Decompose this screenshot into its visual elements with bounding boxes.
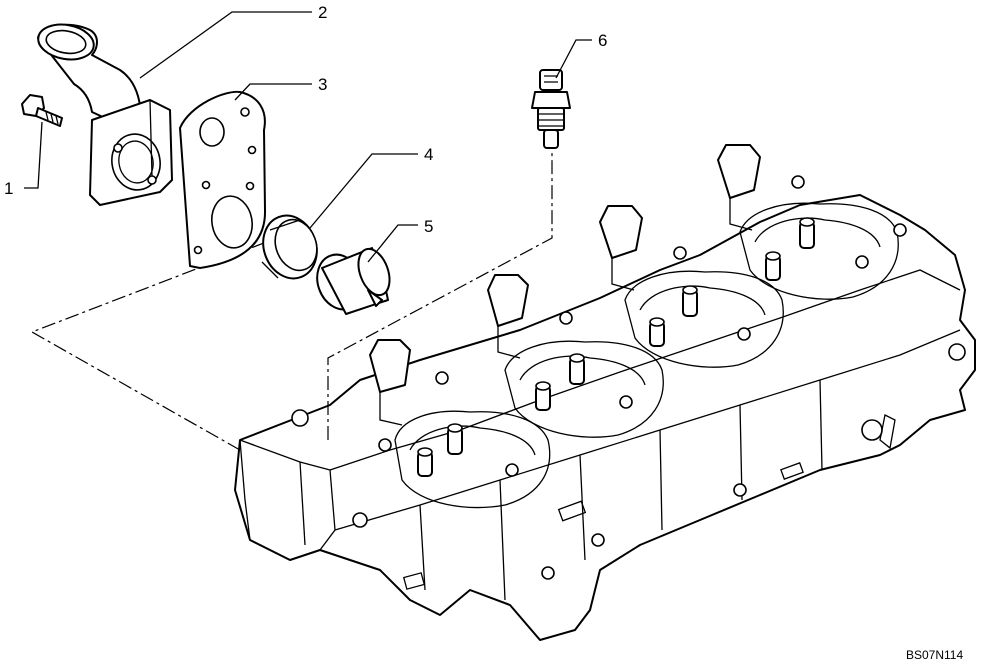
seal-ring-icon [261,214,318,280]
callout-2: 2 [318,3,327,22]
temperature-sender-icon [531,69,571,149]
valve-chamber-1 [394,410,551,509]
valve-chamber-3 [624,270,784,368]
bolt-icon [21,94,63,127]
bolt-holes [291,175,966,580]
leader-lines [24,11,592,263]
callout-5: 5 [424,217,433,236]
callout-6: 6 [598,31,607,50]
callout-1: 1 [4,179,13,198]
reference-code: BS07N114 [906,648,963,662]
callout-3: 3 [318,75,327,94]
callout-4: 4 [424,145,433,164]
gasket-icon [179,90,267,269]
thermostat-housing-outlet-icon [37,23,173,206]
assembly-lines [30,150,553,451]
valve-chamber-2 [504,340,664,438]
valve-posts [417,217,815,477]
thermostat-icon [316,247,391,315]
cylinder-head-icon [234,144,976,641]
